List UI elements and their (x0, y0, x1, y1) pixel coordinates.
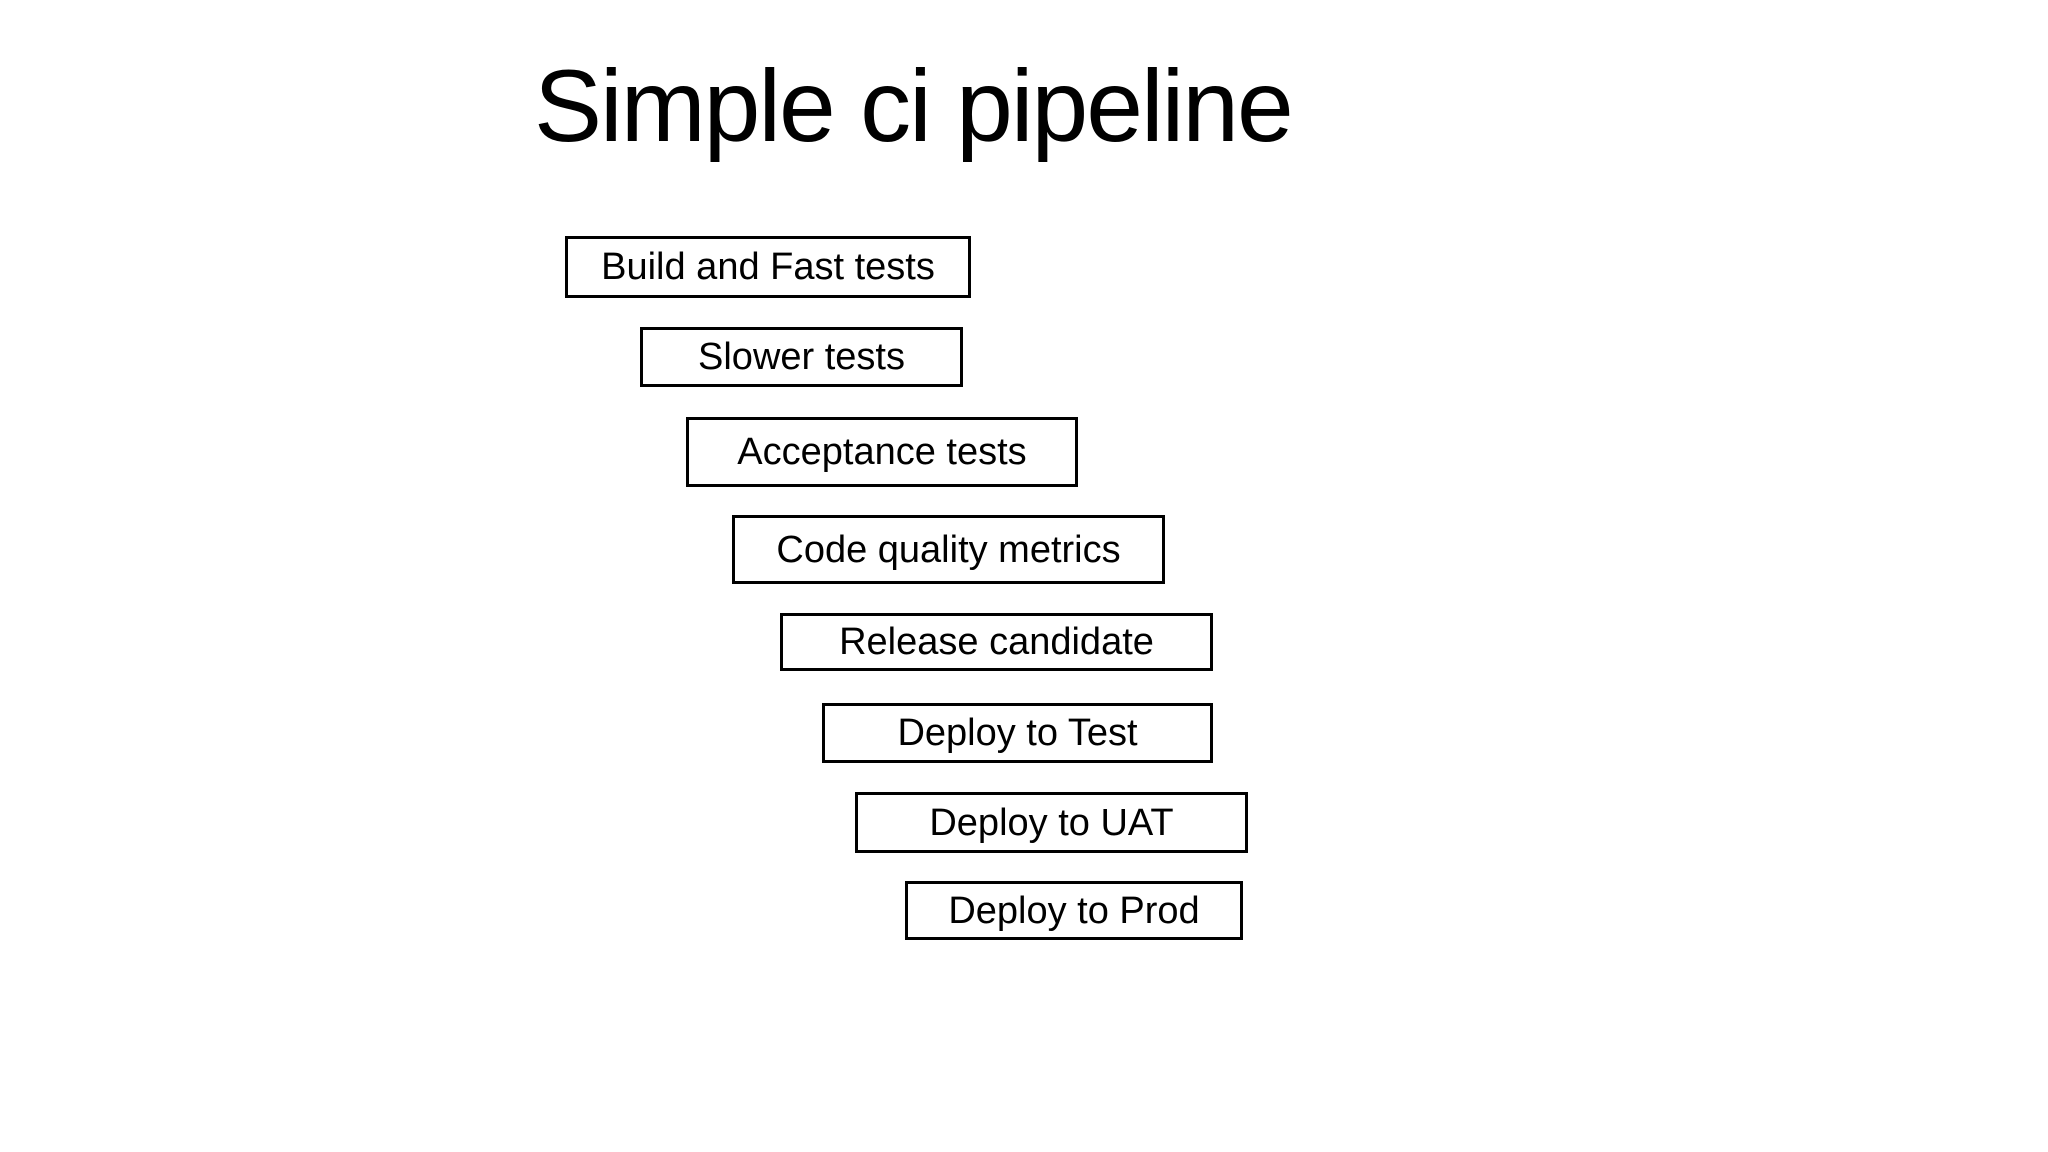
slide-title: Simple ci pipeline (534, 49, 1294, 163)
pipeline-step-acceptance-tests: Acceptance tests (686, 417, 1078, 487)
pipeline-step-deploy-to-uat: Deploy to UAT (855, 792, 1248, 853)
pipeline-step-deploy-to-test: Deploy to Test (822, 703, 1213, 763)
pipeline-step-code-quality-metrics: Code quality metrics (732, 515, 1165, 584)
pipeline-step-deploy-to-prod: Deploy to Prod (905, 881, 1243, 940)
pipeline-step-build-and-fast-tests: Build and Fast tests (565, 236, 971, 298)
pipeline-step-release-candidate: Release candidate (780, 613, 1213, 671)
pipeline-step-slower-tests: Slower tests (640, 327, 963, 387)
